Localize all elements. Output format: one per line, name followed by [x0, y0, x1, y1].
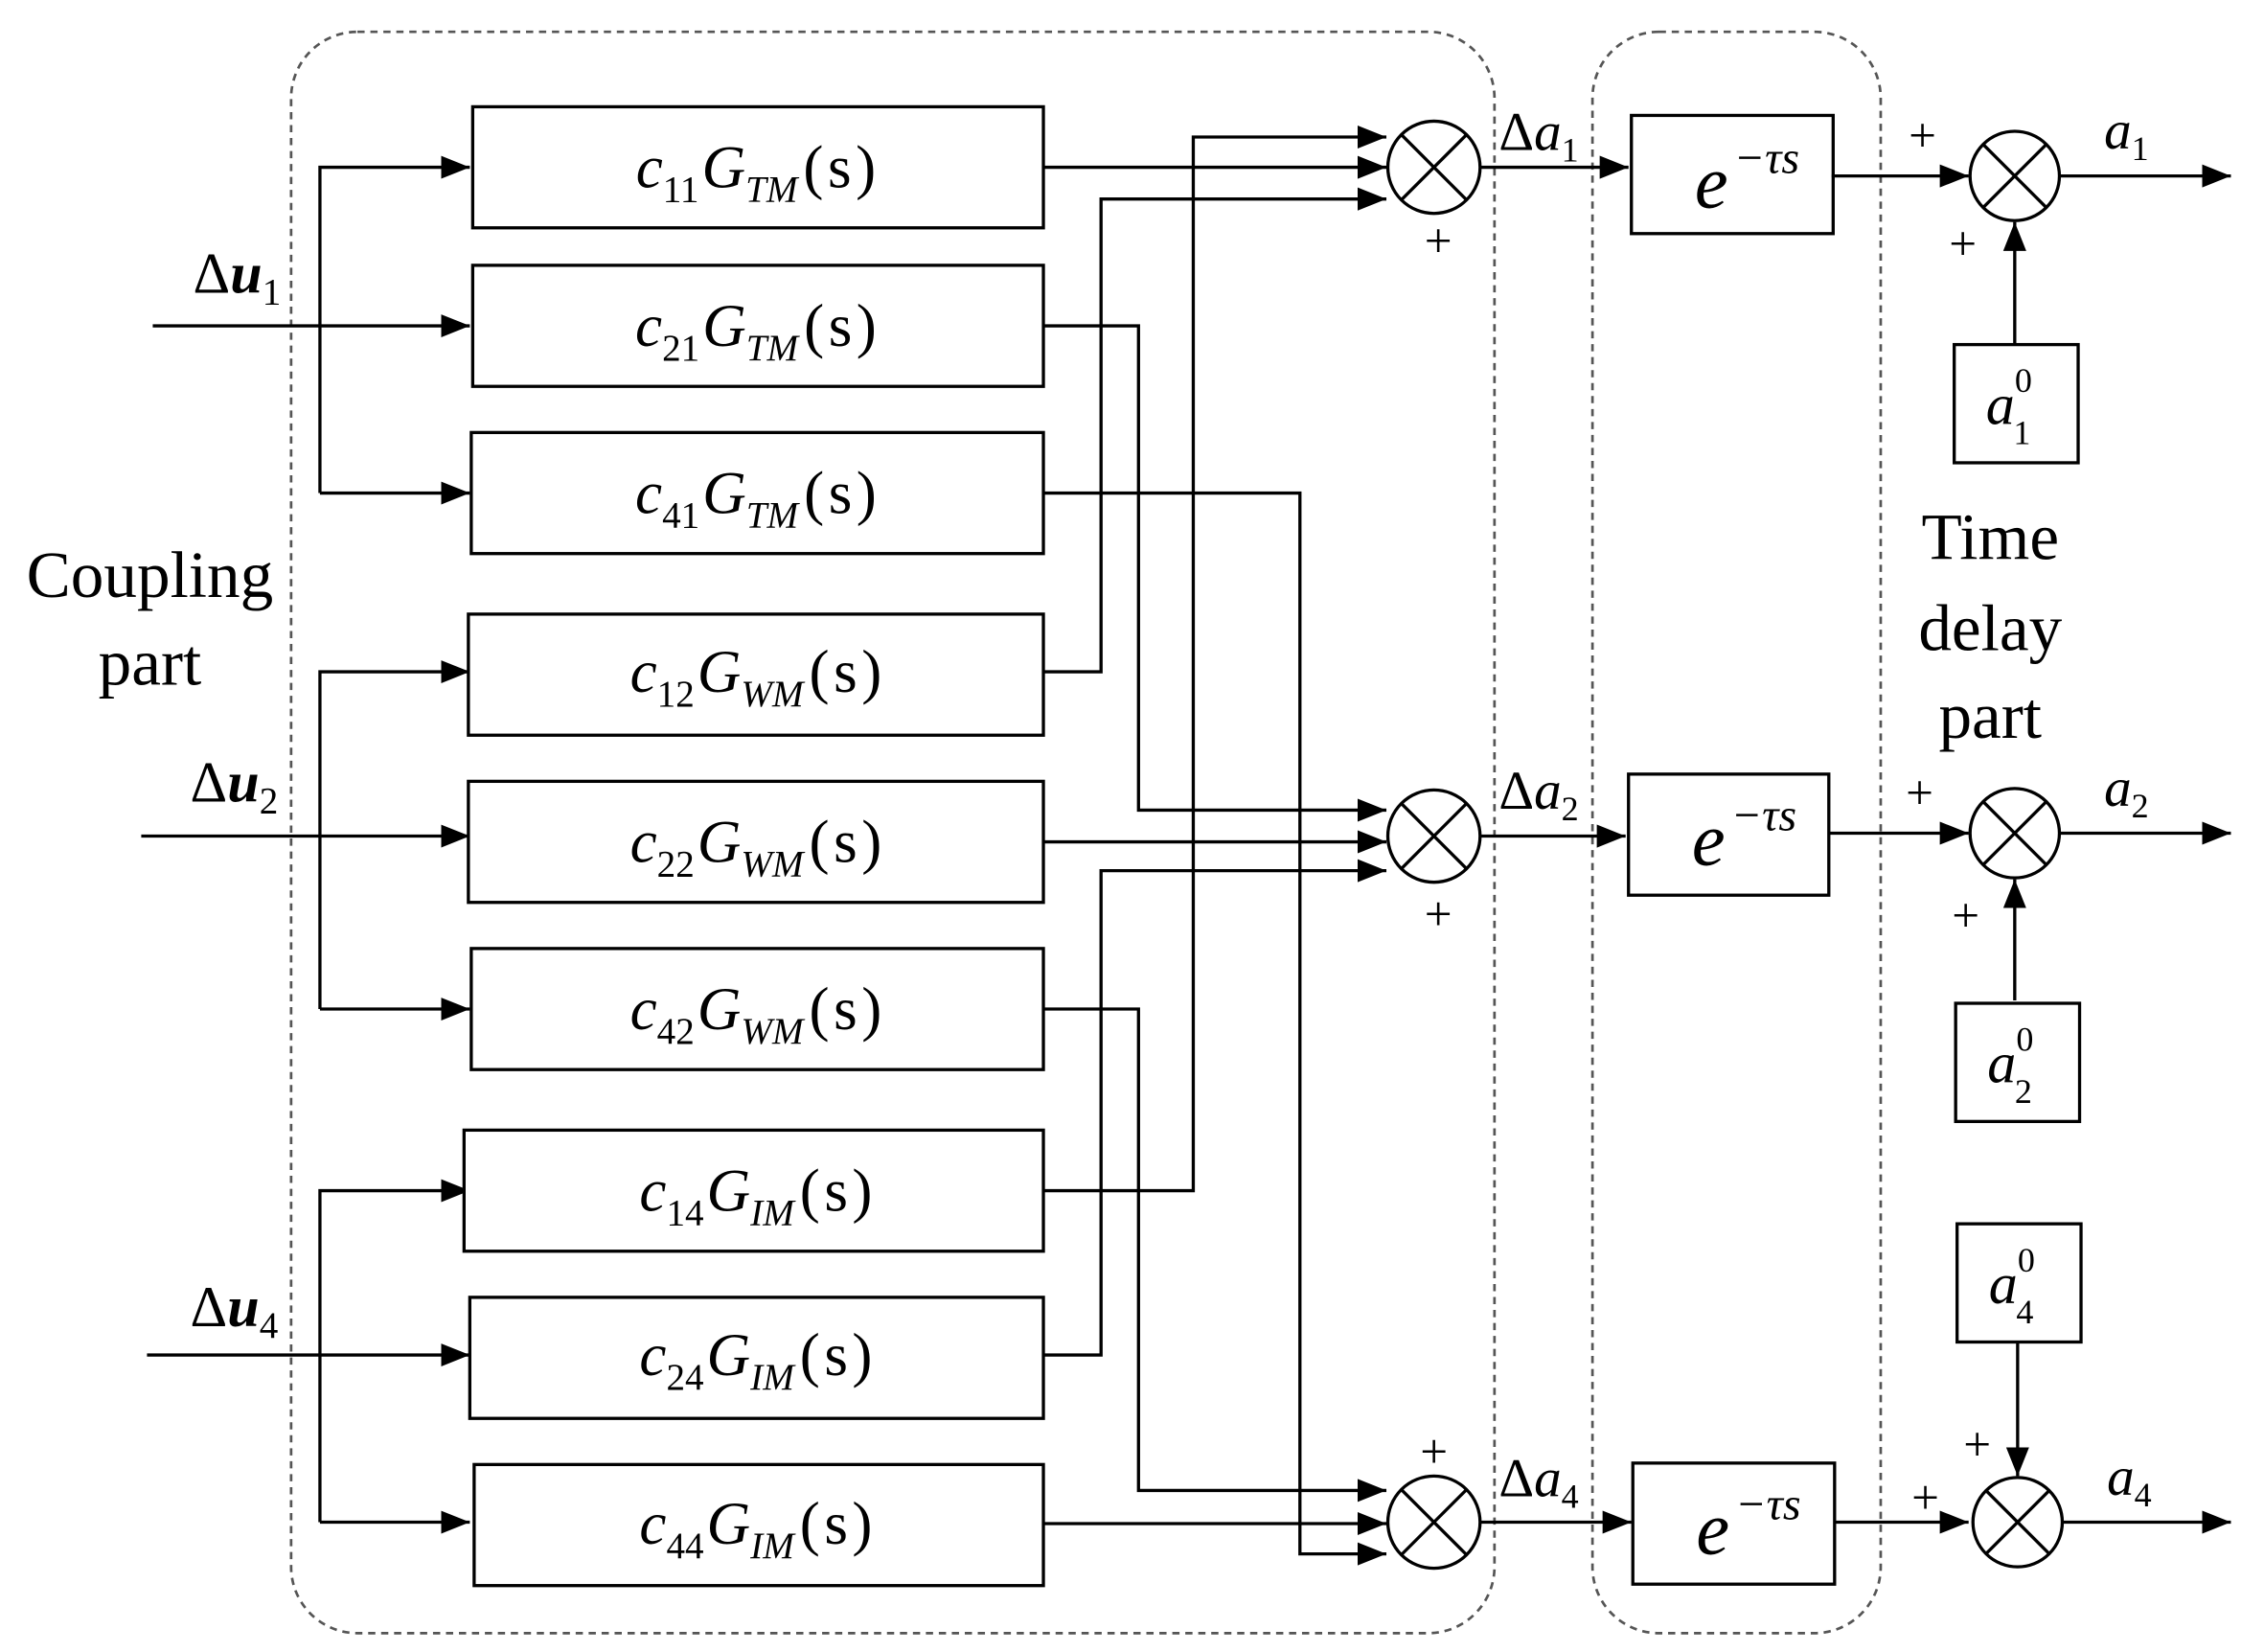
tf-block-frame — [467, 779, 1045, 905]
plus-sign: + — [1952, 888, 1979, 943]
delay-transfer-label: e−τs — [1696, 1480, 1800, 1571]
tf-block-c42: c42GWM(s) — [469, 947, 1045, 1071]
offset-block-frame — [1953, 342, 2080, 465]
input-wires-u2 — [141, 660, 470, 1021]
tf-block-label: c22GWM(s) — [630, 809, 886, 885]
input-label-du1: Δu1 — [194, 241, 282, 312]
tf-block-label: c44GIM(s) — [639, 1490, 877, 1567]
coupling-sum-1 — [1385, 119, 1482, 216]
delta-a4-label: Δa4 — [1498, 1448, 1578, 1515]
input-label-du4: Δu4 — [191, 1275, 279, 1346]
coupling-sum-4 — [1385, 1474, 1482, 1571]
tf-block-frame — [470, 104, 1045, 230]
delay-block-frame — [1631, 1461, 1837, 1586]
plus-sign: + — [1911, 1470, 1939, 1525]
input-wires-u4 — [147, 1179, 470, 1534]
tf-block-c44: c44GIM(s) — [472, 1462, 1045, 1588]
time-delay-part-region — [1590, 30, 1883, 1635]
delay-block-1: e−τs — [1630, 113, 1835, 236]
plus-sign: + — [1906, 766, 1933, 820]
tf-block-c21: c21GTM(s) — [470, 264, 1045, 388]
tf-block-label: c42GWM(s) — [630, 975, 886, 1052]
delta-a2-label: Δa2 — [1498, 761, 1578, 828]
coupling-sum-2 — [1385, 788, 1482, 884]
tf-block-label: c41GTM(s) — [635, 460, 880, 537]
tf-block-label: c14GIM(s) — [639, 1158, 877, 1234]
coupling-label-line1: Coupling — [27, 538, 274, 611]
output-a2-label: a2 — [2104, 758, 2149, 825]
output-sum-2 — [1968, 787, 2062, 880]
output-a4-label: a4 — [2107, 1447, 2152, 1514]
tf-block-label: c24GIM(s) — [639, 1321, 877, 1398]
tf-block-c11: c11GTM(s) — [470, 104, 1045, 230]
delay-label-line1: Time — [1921, 500, 2059, 574]
delay-transfer-label: e−τs — [1695, 133, 1799, 224]
input-wires-u1 — [152, 155, 470, 505]
delay-block-frame — [1630, 113, 1835, 236]
tf-block-label: c12GWM(s) — [630, 638, 886, 715]
offset-block-frame — [1954, 1001, 2082, 1124]
delay-transfer-label: e−τs — [1692, 791, 1796, 882]
delay-label-line3: part — [1938, 678, 2042, 752]
input-label-du2: Δu2 — [191, 750, 279, 821]
coupling-label-line2: part — [99, 626, 202, 700]
tf-block-c22: c22GWM(s) — [467, 779, 1045, 905]
tf-block-frame — [470, 264, 1045, 388]
plus-sign: + — [1909, 108, 1936, 163]
tf-block-frame — [469, 947, 1045, 1071]
tf-block-c24: c24GIM(s) — [468, 1296, 1045, 1420]
tf-block-label: c11GTM(s) — [636, 134, 880, 211]
tf-block-c14: c14GIM(s) — [462, 1128, 1045, 1253]
tf-block-frame — [472, 1462, 1045, 1588]
tf-block-frame — [462, 1128, 1045, 1253]
plus-sign: + — [1425, 214, 1452, 268]
delay-block-3: e−τs — [1631, 1461, 1837, 1586]
plus-sign: + — [1420, 1424, 1448, 1479]
coupling-part-region — [289, 30, 1497, 1635]
tf-block-frame — [468, 1296, 1045, 1420]
plus-sign: + — [1949, 217, 1977, 271]
delay-block-2: e−τs — [1627, 772, 1831, 897]
tf-block-frame — [467, 612, 1045, 737]
delay-blocks: e−τs e−τs e−τs — [1627, 113, 1837, 1586]
plus-sign: + — [1425, 886, 1452, 941]
plus-sign: + — [1963, 1417, 1991, 1472]
delay-block-frame — [1627, 772, 1831, 897]
output-labels: a1 a2 a4 — [2104, 101, 2152, 1514]
delta-a1-label: Δa1 — [1498, 103, 1578, 170]
output-sum-1 — [1968, 129, 2062, 222]
routing-wires — [1043, 125, 1387, 1566]
output-sum-4 — [1971, 1476, 2065, 1569]
tf-block-frame — [469, 430, 1045, 556]
delay-label-line2: delay — [1918, 590, 2062, 664]
transfer-function-blocks: c11GTM(s) c21GTM(s) c41GTM(s) c12GWM(s) c22G… — [462, 104, 1045, 1588]
offset-block-frame — [1955, 1222, 2083, 1344]
tf-block-c12: c12GWM(s) — [467, 612, 1045, 737]
tf-block-c41: c41GTM(s) — [469, 430, 1045, 556]
tf-block-label: c21GTM(s) — [635, 292, 880, 369]
output-a1-label: a1 — [2104, 101, 2149, 168]
